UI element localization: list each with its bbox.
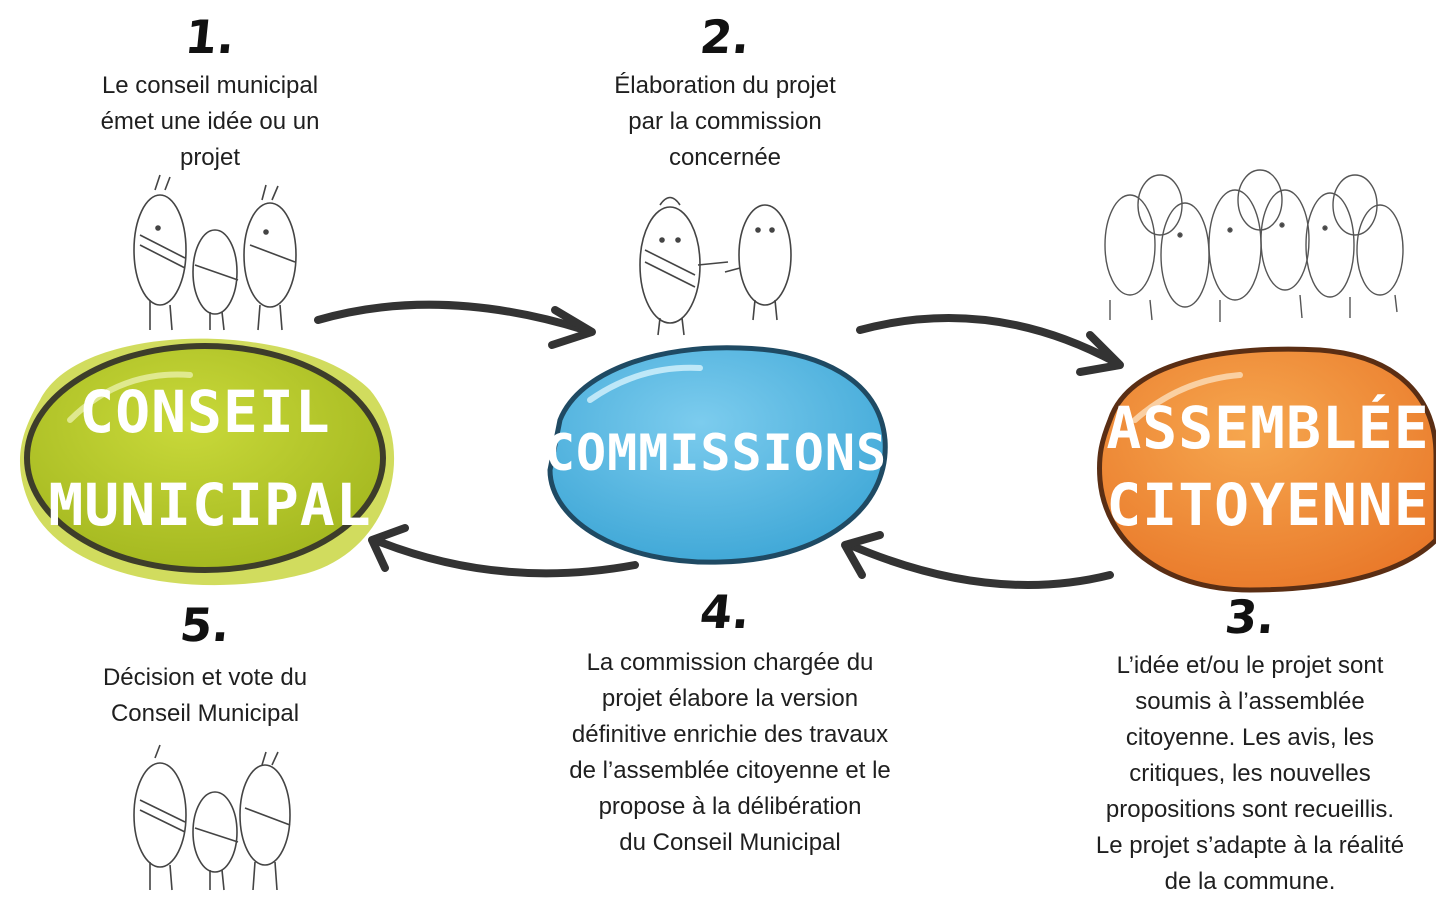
step-3-line: critiques, les nouvelles (1129, 760, 1371, 787)
commissions-label: COMMISSIONS (545, 424, 887, 482)
step-3-line: propositions sont recueillis. (1105, 796, 1395, 823)
step-4-description: La commission chargée du projet élabore … (530, 645, 930, 861)
assemblee-label-line2: CITOYENNE (1106, 471, 1429, 539)
step-3-description: L’idée et/ou le projet sont soumis à l’a… (1070, 648, 1430, 900)
commission-members-sketch (639, 196, 792, 336)
conseil-label-line2: MUNICIPAL (48, 471, 371, 539)
step-2-description: Élaboration du projet par la commission … (575, 68, 875, 176)
step-1-line: Le conseil municipal (101, 72, 319, 99)
step-5-line: Conseil Municipal (110, 700, 300, 727)
step-4-line: définitive enrichie des travaux (571, 721, 889, 748)
step-5-description: Décision et vote du Conseil Municipal (55, 660, 355, 732)
step-3-line: L’idée et/ou le projet sont (1116, 652, 1384, 679)
step-1-description: Le conseil municipal émet une idée ou un… (60, 68, 360, 176)
step-4-line: projet élabore la version (601, 685, 859, 712)
arrow-commissions-to-assemblee (856, 314, 1124, 376)
step-3-line: Le projet s’adapte à la réalité (1095, 832, 1405, 859)
citizens-crowd-sketch (1104, 169, 1404, 322)
councillors-sketch-top (133, 174, 297, 331)
step-5-line: Décision et vote du (102, 664, 308, 691)
arrow-assemblee-to-commissions (841, 531, 1114, 589)
step-3-line: de la commune. (1164, 868, 1336, 895)
step-1-line: émet une idée ou un (100, 108, 320, 135)
assemblee-citoyenne-node: ASSEMBLÉE CITOYENNE (1097, 346, 1436, 593)
arrow-commissions-to-conseil (368, 524, 639, 578)
step-3-line: citoyenne. Les avis, les (1125, 724, 1375, 751)
step-4-line: de l’assemblée citoyenne et le (569, 757, 891, 784)
assemblee-label-line1: ASSEMBLÉE (1106, 393, 1429, 462)
arrow-conseil-to-commissions (314, 300, 596, 349)
step-1-line: projet (179, 144, 241, 171)
step-4-line: La commission chargée du (586, 649, 874, 676)
step-2-line: Élaboration du projet (614, 72, 836, 99)
commissions-node: COMMISSIONS (545, 345, 888, 565)
step-4-line: propose à la délibération (598, 793, 862, 820)
step-2-line: concernée (668, 144, 782, 171)
conseil-label-line1: CONSEIL (79, 378, 330, 446)
step-2-line: par la commission (628, 108, 822, 135)
conseil-municipal-node: CONSEIL MUNICIPAL (19, 338, 395, 586)
step-4-line: du Conseil Municipal (619, 829, 841, 856)
step-3-line: soumis à l’assemblée (1135, 688, 1365, 715)
councillors-sketch-bottom (133, 744, 291, 891)
